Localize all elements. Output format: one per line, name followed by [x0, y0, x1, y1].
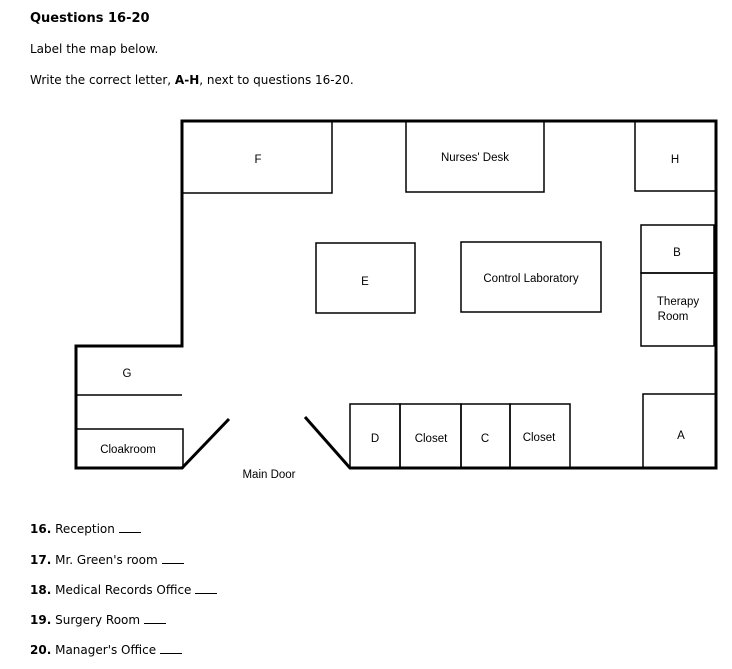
- question-number: 20.: [30, 643, 52, 657]
- page-title: Questions 16-20: [30, 11, 150, 26]
- answer-blank[interactable]: [161, 553, 184, 564]
- room-a: [642, 393, 717, 469]
- question-text: Reception: [55, 522, 115, 536]
- label-closet-1: Closet: [415, 433, 448, 445]
- question-17: 17. Mr. Green's room: [30, 553, 184, 567]
- room-closet-2: [509, 403, 571, 469]
- question-16: 16. Reception: [30, 522, 141, 536]
- label-f: F: [254, 154, 261, 166]
- room-h: [634, 120, 717, 192]
- question-19: 19. Surgery Room: [30, 613, 167, 627]
- label-c: C: [481, 433, 489, 445]
- question-text: Medical Records Office: [55, 583, 192, 597]
- instruction-label-map: Label the map below.: [30, 42, 159, 56]
- question-number: 18.: [30, 583, 52, 597]
- answer-blank[interactable]: [160, 643, 183, 654]
- label-g: G: [123, 368, 132, 380]
- question-number: 16.: [30, 522, 52, 536]
- question-18: 18. Medical Records Office: [30, 583, 218, 597]
- question-20: 20. Manager's Office: [30, 643, 183, 657]
- label-d: D: [371, 433, 379, 445]
- label-nurses-desk: Nurses' Desk: [441, 152, 509, 164]
- outer-wall: [74, 119, 718, 470]
- room-cloakroom: [75, 428, 184, 469]
- question-number: 17.: [30, 553, 52, 567]
- label-a: A: [677, 430, 685, 442]
- instruction-text-pre: Write the correct letter,: [30, 73, 175, 87]
- label-control-lab: Control Laboratory: [483, 273, 578, 285]
- label-b: B: [673, 247, 681, 259]
- room-therapy: [640, 272, 715, 347]
- label-main-door: Main Door: [242, 469, 295, 481]
- label-cloakroom: Cloakroom: [100, 444, 156, 456]
- answer-blank[interactable]: [144, 613, 167, 624]
- room-f: [181, 120, 333, 194]
- question-text: Mr. Green's room: [55, 553, 158, 567]
- room-nurses-desk: [405, 120, 545, 193]
- label-therapy-line2: Room: [658, 311, 689, 323]
- room-control-lab: [460, 241, 602, 313]
- label-e: E: [361, 276, 369, 288]
- label-closet-2: Closet: [523, 432, 556, 444]
- instruction-write-letter: Write the correct letter, A-H, next to q…: [30, 73, 354, 87]
- question-text: Manager's Office: [55, 643, 157, 657]
- answer-blank[interactable]: [118, 522, 141, 533]
- instruction-text-post: , next to questions 16-20.: [199, 73, 354, 87]
- question-number: 19.: [30, 613, 52, 627]
- answer-blank[interactable]: [195, 583, 218, 594]
- label-h: H: [671, 154, 679, 166]
- room-e: [315, 242, 416, 314]
- label-therapy-line1: Therapy: [657, 296, 699, 308]
- question-text: Surgery Room: [55, 613, 141, 627]
- instruction-letter-range: A-H: [174, 73, 200, 87]
